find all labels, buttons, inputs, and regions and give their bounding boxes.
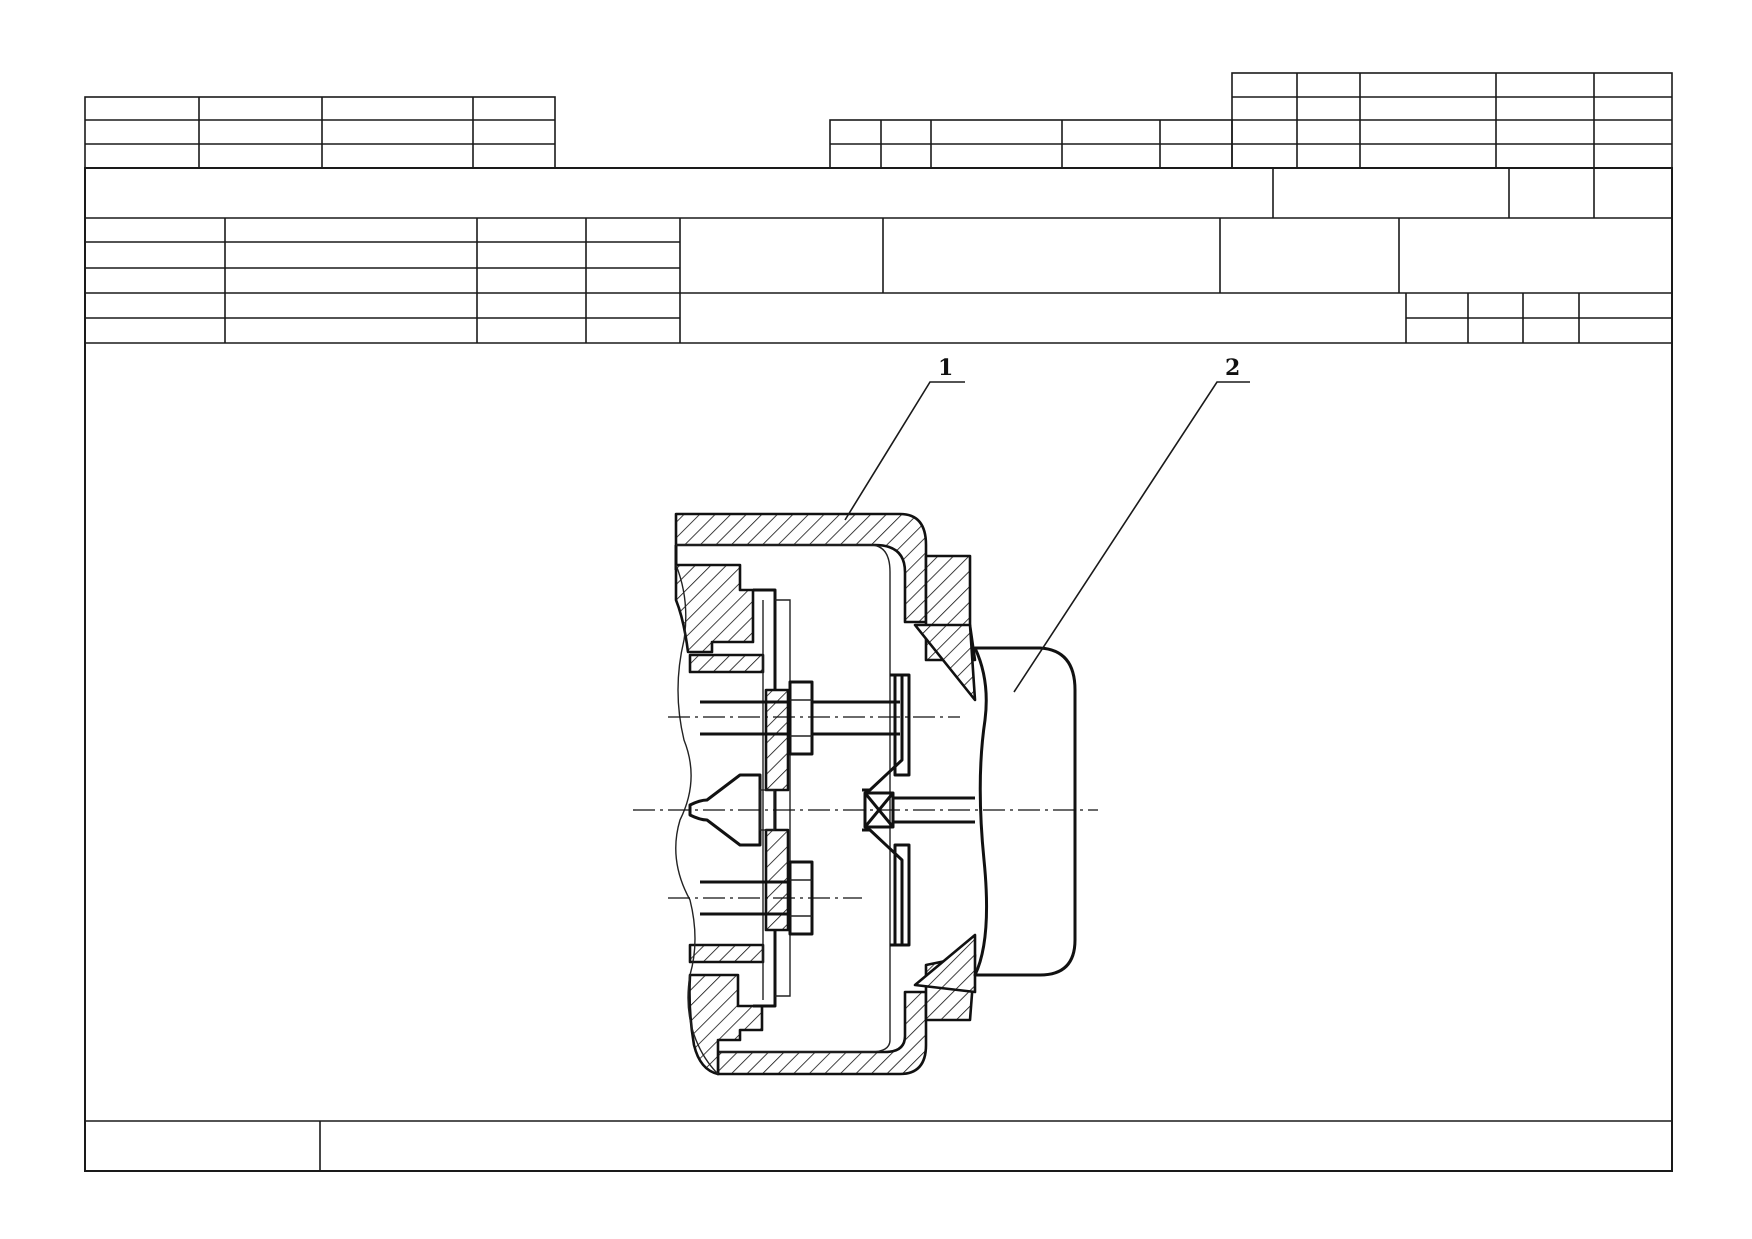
sheet-number-grid	[1405, 293, 1672, 343]
title-block	[84, 72, 1673, 1172]
leader-line-1	[844, 381, 965, 521]
spring-strip-upper	[893, 673, 911, 777]
flange-bevel-lower	[913, 933, 977, 994]
flange-bevel-upper	[913, 623, 977, 702]
housing-hatched-section	[674, 512, 928, 624]
fixture-lower-mid	[688, 943, 765, 964]
callout-label-2: 2	[1225, 355, 1240, 381]
clamp-disc-upper	[764, 688, 790, 792]
assembly-section-drawing: 1 2	[633, 355, 1250, 1076]
clamp-plate-inner	[762, 599, 791, 1000]
fixture-upper-block	[674, 563, 755, 654]
housing-inner-contour	[676, 544, 891, 1053]
top-right-table	[829, 72, 1673, 169]
fixture-upper-mid	[688, 653, 765, 674]
top-left-table	[84, 96, 556, 169]
workpiece-body	[973, 646, 1077, 977]
clamp-disc-lower	[764, 828, 790, 932]
spring-strip-lower	[893, 843, 911, 947]
housing-lower-section	[716, 990, 928, 1076]
signature-grid	[85, 218, 1672, 343]
leader-line-2	[1013, 381, 1250, 693]
drawing-frame	[84, 167, 1673, 1172]
centering-cone	[688, 773, 762, 847]
fixture-lower-block	[688, 973, 764, 1076]
upper-bolt	[700, 680, 900, 756]
break-line	[675, 564, 719, 1075]
clamp-plate	[753, 588, 777, 1008]
callout-label-1: 1	[938, 355, 953, 381]
